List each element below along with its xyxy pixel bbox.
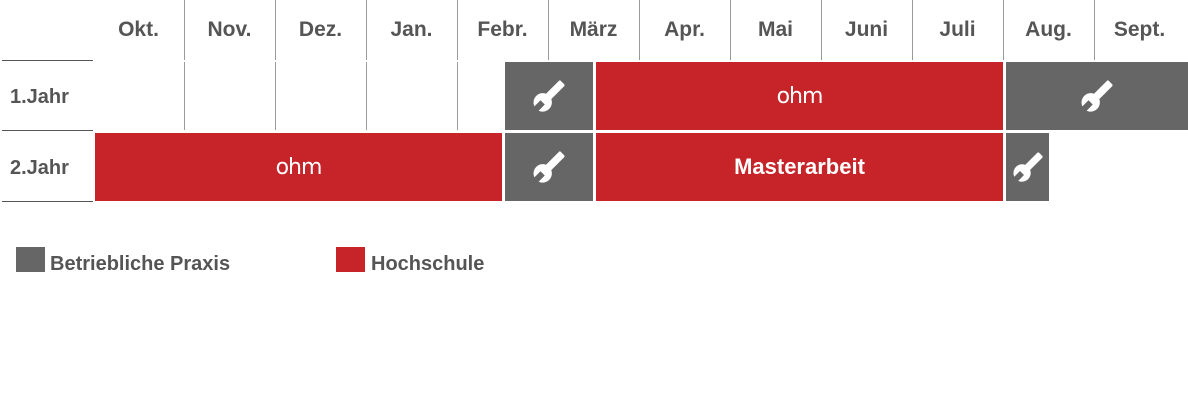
month-jan: Jan. bbox=[390, 18, 433, 41]
month-okt: Okt. bbox=[118, 18, 159, 41]
gridline bbox=[184, 62, 185, 130]
gridline bbox=[821, 0, 822, 60]
year1-praxis-block bbox=[505, 62, 593, 130]
row-label-year-2: 2.Jahr bbox=[10, 156, 69, 179]
ohm-logo: ohm bbox=[275, 154, 323, 180]
month-dez: Dez. bbox=[298, 18, 343, 41]
month-febr: Febr. bbox=[477, 18, 528, 41]
legend-label-hochschule: Hochschule bbox=[371, 253, 485, 275]
ohm-logo: ohm bbox=[776, 83, 824, 109]
legend-label-praxis: Betriebliche Praxis bbox=[50, 253, 231, 275]
wrench-icon bbox=[533, 80, 565, 112]
wrench-icon bbox=[1012, 152, 1043, 182]
gridline bbox=[275, 62, 276, 130]
row-separator bbox=[2, 201, 93, 202]
gridline bbox=[1003, 0, 1004, 60]
gridline bbox=[912, 0, 913, 60]
gridline bbox=[730, 0, 731, 60]
year1-praxis-block-2 bbox=[1006, 62, 1188, 130]
month-maerz: März bbox=[569, 18, 618, 41]
legend-swatch-hochschule bbox=[336, 247, 365, 272]
year1-hochschule-block: ohm bbox=[596, 62, 1003, 130]
year2-praxis-block-2 bbox=[1006, 133, 1049, 201]
gridline bbox=[184, 0, 185, 60]
month-juni: Juni bbox=[844, 18, 889, 41]
gridline bbox=[639, 0, 640, 60]
month-juli: Juli bbox=[939, 18, 976, 41]
gridline bbox=[548, 0, 549, 60]
row-separator bbox=[2, 60, 93, 61]
month-apr: Apr. bbox=[664, 18, 705, 41]
year2-masterarbeit-block: Masterarbeit bbox=[596, 133, 1003, 201]
month-nov: Nov. bbox=[207, 18, 252, 41]
wrench-icon bbox=[1081, 80, 1113, 112]
gridline bbox=[457, 62, 458, 130]
gridline bbox=[1094, 0, 1095, 60]
gridline bbox=[366, 62, 367, 130]
row-label-year-1: 1.Jahr bbox=[10, 85, 69, 108]
month-sept: Sept. bbox=[1113, 18, 1166, 41]
legend-swatch-praxis bbox=[16, 247, 45, 272]
year2-hochschule-block: ohm bbox=[95, 133, 502, 201]
masterarbeit-label: Masterarbeit bbox=[734, 154, 865, 179]
month-aug: Aug. bbox=[1025, 18, 1072, 41]
gridline bbox=[366, 0, 367, 60]
gridline bbox=[457, 0, 458, 60]
row-separator bbox=[2, 130, 93, 131]
gridline bbox=[275, 0, 276, 60]
wrench-icon bbox=[533, 151, 565, 183]
year2-praxis-block bbox=[505, 133, 593, 201]
month-mai: Mai bbox=[757, 18, 793, 41]
